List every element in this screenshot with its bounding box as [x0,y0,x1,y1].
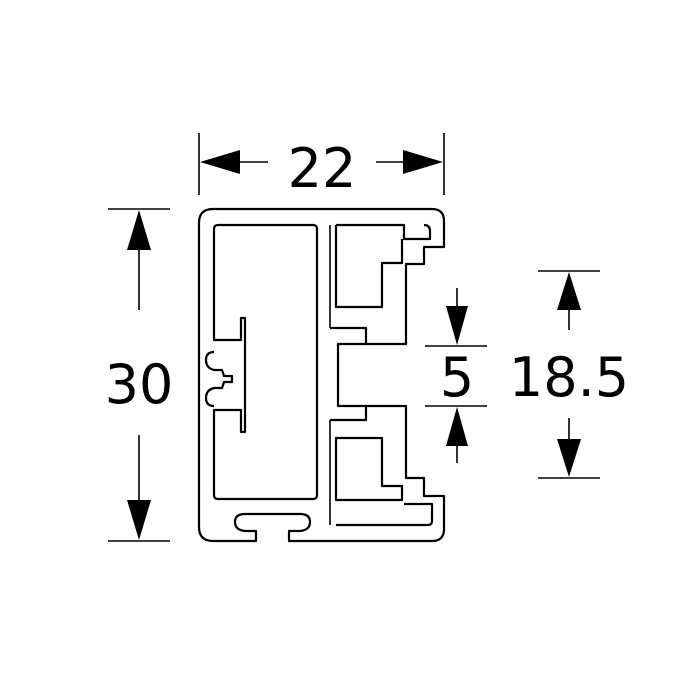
profile-lower-chamber [336,502,434,527]
slot-label: 5 [440,346,474,409]
channel-dimension: 18.5 [509,270,629,479]
profile-web-lower [330,406,368,422]
profile-upper-pocket [334,225,404,309]
slot-arrow-top [446,306,468,345]
channel-label: 18.5 [509,346,629,409]
profile-upper-chamber [336,223,432,241]
height-arrow-bottom [127,500,151,540]
width-arrow-left [200,150,240,174]
width-label: 22 [288,137,357,200]
profile-web-upper [330,326,368,344]
channel-arrow-bottom [557,439,581,477]
profile-cross-section [197,207,446,543]
channel-arrow-top [557,272,581,310]
slot-dimension: 5 [425,288,487,463]
height-label: 30 [105,353,174,416]
height-dimension: 30 [105,208,174,542]
profile-main-cavity [212,223,319,501]
width-arrow-right [403,150,443,174]
profile-outer-contour [197,207,446,543]
width-dimension: 22 [198,133,445,200]
slot-arrow-bottom [446,407,468,446]
profile-lower-pocket [334,436,404,502]
height-arrow-top [127,210,151,250]
profile-left-key-slot [204,350,234,408]
